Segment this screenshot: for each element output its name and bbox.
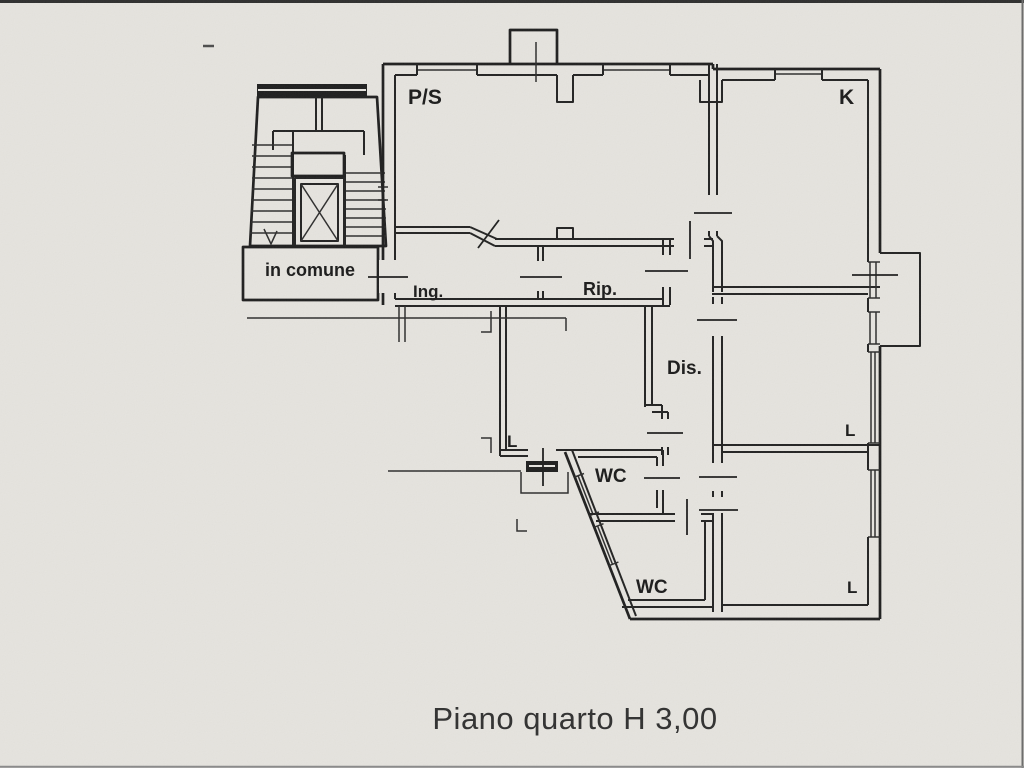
paper-grain bbox=[0, 0, 1024, 768]
scanned-floorplan-page: P/S K in comune Ing. Rip. Dis. L WC WC L… bbox=[0, 0, 1024, 768]
floorplan-svg: P/S K in comune Ing. Rip. Dis. L WC WC L… bbox=[0, 0, 1024, 768]
